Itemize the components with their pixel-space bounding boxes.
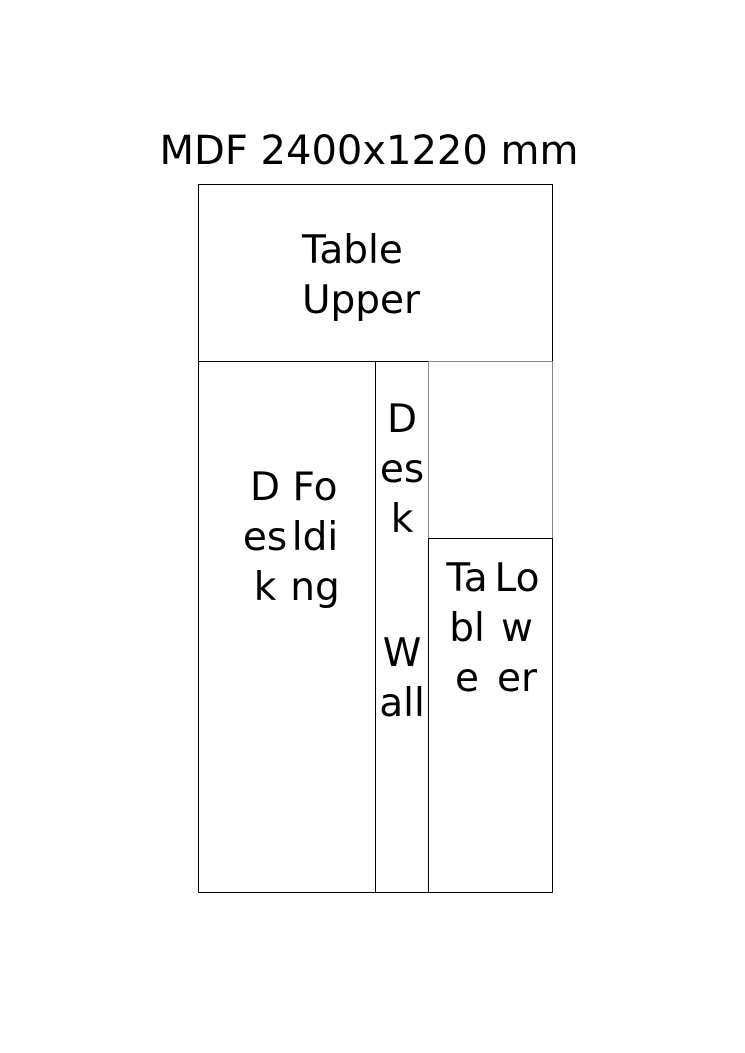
- piece-label-word: Desk: [242, 465, 288, 610]
- piece-table-lower: Table Lower: [428, 538, 553, 893]
- piece-label-word: Table: [446, 556, 488, 701]
- piece-label-word: Folding: [290, 465, 340, 610]
- piece-table-upper: Table Upper: [198, 184, 553, 362]
- mdf-sheet: Table Upper Desk Folding Desk Wall Table…: [198, 184, 553, 893]
- piece-label-word: Lower: [494, 556, 540, 701]
- piece-desk-wall: Desk Wall: [375, 361, 429, 893]
- piece-desk-folding: Desk Folding: [198, 361, 376, 893]
- piece-label-line: Table: [302, 228, 403, 273]
- piece-label-word: Wall: [379, 631, 425, 726]
- sheet-title: MDF 2400x1220 mm: [159, 128, 579, 174]
- piece-label-line: Upper: [302, 278, 421, 323]
- piece-label-word: Desk: [379, 397, 425, 542]
- offcut-area: [428, 361, 553, 539]
